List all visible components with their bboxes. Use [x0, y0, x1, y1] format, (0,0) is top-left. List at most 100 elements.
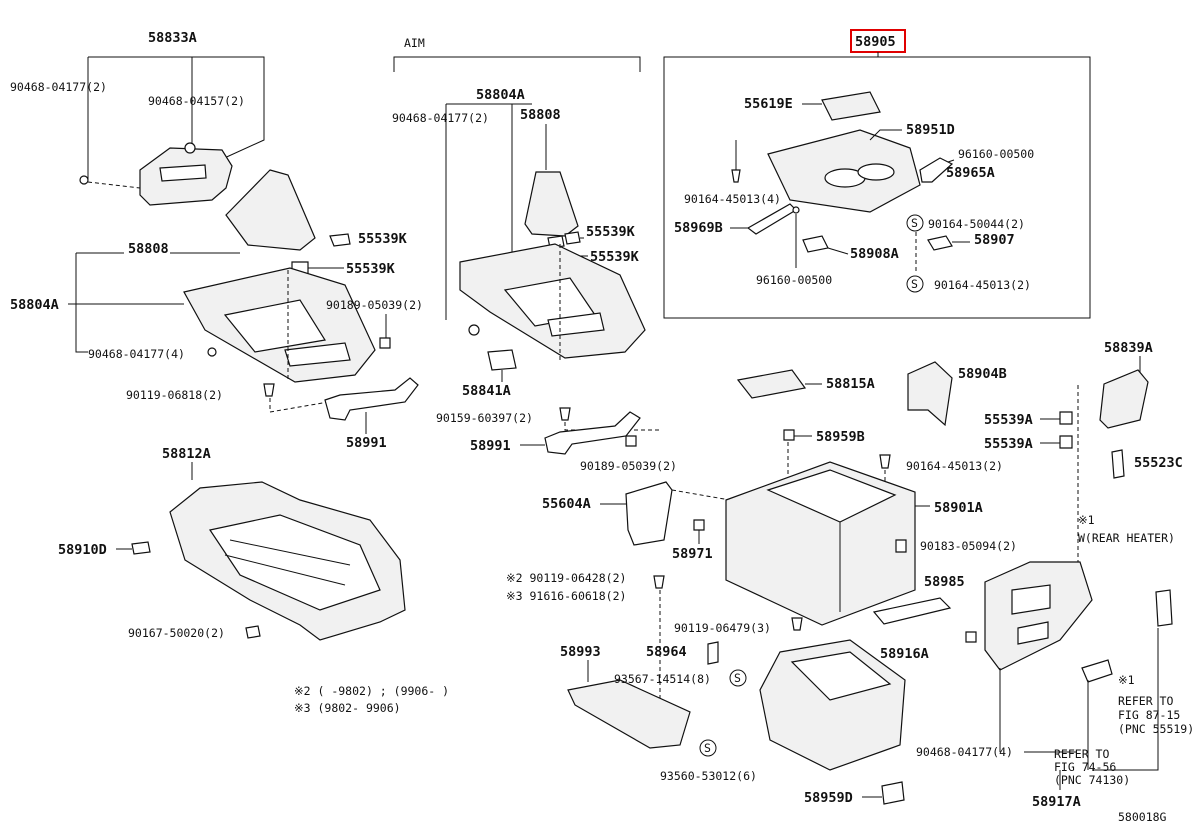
label-90164-45013-c[interactable]: 90164-45013(2) [906, 459, 1003, 473]
part-90119-06428[interactable] [653, 575, 665, 589]
label-58991-left[interactable]: 58991 [346, 435, 387, 451]
part-clip-panel[interactable] [965, 631, 977, 643]
label-90119-06428[interactable]: ※2 90119-06428(2) [506, 571, 626, 585]
label-58959D[interactable]: 58959D [804, 790, 853, 806]
label-55539A-1[interactable]: 55539A [984, 412, 1033, 428]
part-58964[interactable] [707, 641, 719, 665]
part-55619E[interactable] [821, 91, 881, 121]
label-55539K-l2[interactable]: 55539K [346, 261, 396, 277]
part-90119-06479[interactable] [791, 617, 803, 631]
part-58815A[interactable] [736, 369, 807, 399]
label-58916A[interactable]: 58916A [880, 646, 929, 662]
part-58969B[interactable] [746, 203, 797, 235]
label-58808-left[interactable]: 58808 [128, 241, 169, 257]
part-58959D[interactable] [881, 781, 905, 805]
label-58910D[interactable]: 58910D [58, 542, 107, 558]
part-58908A[interactable] [802, 235, 829, 253]
label-58991-mid[interactable]: 58991 [470, 438, 511, 454]
label-90164-45013-b[interactable]: 90164-45013(2) [934, 278, 1031, 292]
label-90164-50044[interactable]: 90164-50044(2) [928, 217, 1025, 231]
label-58804A-mid[interactable]: 58804A [476, 87, 525, 103]
label-58971[interactable]: 58971 [672, 546, 713, 562]
label-55539K-m1[interactable]: 55539K [586, 224, 636, 240]
label-58833A[interactable]: 58833A [148, 30, 197, 46]
label-90189-05039-mid[interactable]: 90189-05039(2) [580, 459, 677, 473]
label-58841A[interactable]: 58841A [462, 383, 511, 399]
label-90468-04177-b[interactable]: 90468-04177(4) [88, 347, 185, 361]
part-58808-mid-boot[interactable] [524, 171, 579, 237]
part-90167-50020[interactable] [245, 625, 261, 639]
part-55539A-2[interactable] [1059, 435, 1073, 449]
part-90164-45013-4[interactable] [731, 169, 741, 183]
label-aim[interactable]: AIM [404, 36, 425, 50]
part-58965A[interactable] [919, 157, 954, 183]
part-90183-05094[interactable] [895, 539, 907, 553]
part-58993[interactable] [567, 679, 691, 749]
label-93567-14514[interactable]: 93567-14514(8) [614, 672, 711, 686]
label-90119-06479[interactable]: 90119-06479(3) [674, 621, 771, 635]
part-58971[interactable] [693, 519, 705, 531]
label-90468-04177-d[interactable]: 90468-04177(4) [916, 745, 1013, 759]
label-58907[interactable]: 58907 [974, 232, 1015, 248]
part-58959B[interactable] [783, 429, 795, 441]
label-90183-05094[interactable]: 90183-05094(2) [920, 539, 1017, 553]
part-55519-ref[interactable] [1155, 589, 1173, 627]
label-58901A[interactable]: 58901A [934, 500, 983, 516]
part-55539K-m2[interactable] [564, 231, 581, 245]
part-90164-45013-c[interactable] [879, 454, 891, 469]
part-55604A[interactable] [625, 481, 673, 546]
part-58991-mid[interactable] [544, 411, 641, 455]
label-55523C[interactable]: 55523C [1134, 455, 1183, 471]
label-58917A[interactable]: 58917A [1032, 794, 1081, 810]
part-pin[interactable] [792, 206, 800, 214]
label-58965A[interactable]: 58965A [946, 165, 995, 181]
label-58808-mid[interactable]: 58808 [520, 107, 561, 123]
label-58951D[interactable]: 58951D [906, 122, 955, 138]
part-58907[interactable] [927, 235, 953, 251]
part-58910D[interactable] [131, 541, 151, 555]
label-90167-50020[interactable]: 90167-50020(2) [128, 626, 225, 640]
label-55619E[interactable]: 55619E [744, 96, 793, 112]
label-58985[interactable]: 58985 [924, 574, 965, 590]
label-96160-00500-b[interactable]: 96160-00500 [756, 273, 832, 287]
part-58841A[interactable] [487, 349, 517, 371]
label-55539A-2[interactable]: 55539A [984, 436, 1033, 452]
label-93560-53012[interactable]: 93560-53012(6) [660, 769, 757, 783]
label-90119-06818[interactable]: 90119-06818(2) [126, 388, 223, 402]
ref1-line-b[interactable]: FIG 87-15 [1118, 708, 1180, 722]
label-58964[interactable]: 58964 [646, 644, 687, 660]
label-58804A-left[interactable]: 58804A [10, 297, 59, 313]
label-58904B[interactable]: 58904B [958, 366, 1007, 382]
label-90189-05039-left[interactable]: 90189-05039(2) [326, 298, 423, 312]
label-58908A[interactable]: 58908A [850, 246, 899, 262]
part-90189-05039-mid[interactable] [625, 435, 637, 447]
label-90468-04157[interactable]: 90468-04157(2) [148, 94, 245, 108]
label-90159-60397[interactable]: 90159-60397(2) [436, 411, 533, 425]
part-58917A-panel[interactable] [984, 561, 1093, 671]
label-58815A[interactable]: 58815A [826, 376, 875, 392]
part-58808-boot[interactable] [225, 169, 316, 251]
part-55539A-1[interactable] [1059, 411, 1073, 425]
part-90159-60397[interactable] [559, 407, 571, 421]
part-clip-mid[interactable] [468, 324, 480, 336]
label-58993[interactable]: 58993 [560, 644, 601, 660]
label-58812A[interactable]: 58812A [162, 446, 211, 462]
label-55539K-m2[interactable]: 55539K [590, 249, 640, 265]
label-58839A[interactable]: 58839A [1104, 340, 1153, 356]
label-91616-60618[interactable]: ※3 91616-60618(2) [506, 589, 626, 603]
label-58969B[interactable]: 58969B [674, 220, 723, 236]
part-58904B[interactable] [907, 361, 953, 427]
part-clip-90468-04157[interactable] [184, 142, 196, 154]
label-55604A[interactable]: 55604A [542, 496, 591, 512]
label-58905[interactable]: 58905 [855, 34, 896, 50]
part-clip-90468-04177[interactable] [79, 175, 89, 185]
label-58959B[interactable]: 58959B [816, 429, 865, 445]
label-90468-04177-a[interactable]: 90468-04177(2) [10, 80, 107, 94]
ref2-line-b[interactable]: FIG 74-56 [1054, 760, 1116, 774]
part-cover[interactable] [1081, 659, 1113, 683]
part-bolt-90119-06818[interactable] [263, 383, 275, 397]
part-58991-left[interactable] [324, 377, 419, 421]
part-clip-90468-04177-b[interactable] [207, 347, 217, 357]
part-58839A[interactable] [1099, 369, 1149, 429]
label-96160-00500-a[interactable]: 96160-00500 [958, 147, 1034, 161]
